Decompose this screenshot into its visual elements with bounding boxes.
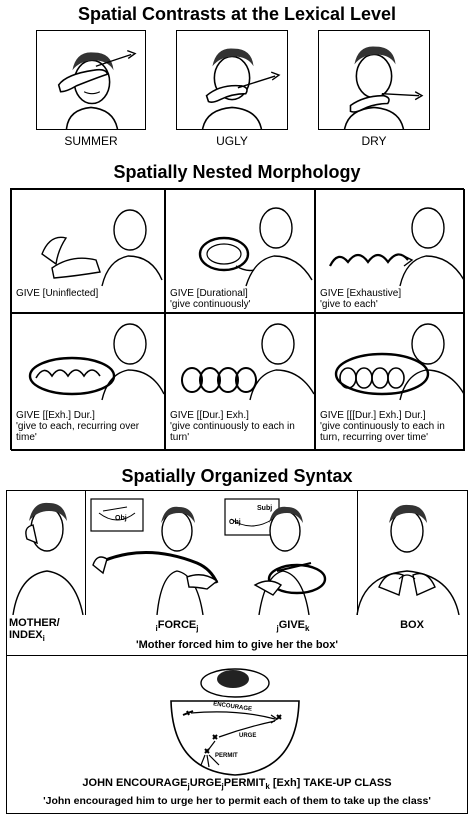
morph-label-durational: GIVE [Durational] 'give continuously' (170, 288, 251, 310)
give-inset-obj-label: Obj (229, 519, 241, 526)
gloss2-rest: [Exh] TAKE-UP CLASS (269, 777, 392, 789)
syntax-row-divider (7, 655, 467, 656)
syntax-label-mother: MOTHER/ INDEXi (9, 617, 85, 645)
syntax-divider (85, 491, 86, 615)
diagram-label-urge: URGE (239, 733, 257, 739)
spatial-verb-diagram (170, 668, 300, 776)
morph-gloss: GIVE [[Dur.] Exh.] (170, 410, 249, 421)
force-word: FORCE (157, 619, 197, 631)
give-durational-drawing (198, 207, 313, 287)
morph-meaning: 'give continuously' (170, 299, 251, 310)
morph-cell-exh-dur: GIVE [[Exh.] Dur.] 'give to each, recurr… (11, 313, 165, 451)
morph-label-uninflected: GIVE [Uninflected] (16, 288, 98, 299)
syntax-label-give: jGIVEk (243, 619, 343, 633)
morph-gloss: GIVE [Durational] (170, 288, 248, 299)
force-pre-sub: i (155, 624, 158, 634)
dry-sign-drawing (343, 46, 424, 129)
gloss2-urge: URGE (189, 777, 222, 789)
syntax-panel: Obj Obj Subj MOTHER/ INDEXi iFORCEj jGIV… (6, 490, 468, 814)
morph-label-exhaustive: GIVE [Exhaustive] 'give to each' (320, 288, 401, 310)
sign-label-dry: DRY (361, 134, 387, 148)
summer-sign-drawing (57, 49, 137, 129)
ugly-sign-drawing (201, 48, 281, 129)
morphology-section-title: Spatially Nested Morphology (113, 162, 361, 182)
sign-illustration-dry (318, 30, 430, 130)
morph-meaning: 'give to each, recurring over time' (16, 421, 140, 443)
morph-cell-uninflected: GIVE [Uninflected] (11, 189, 165, 313)
lexical-section-title: Spatial Contrasts at the Lexical Level (77, 4, 397, 24)
morph-gloss: GIVE [[Exh.] Dur.] (16, 410, 95, 421)
give-word: GIVE (278, 619, 306, 631)
syntax-sentence-1: 'Mother forced him to give her the box' (135, 639, 339, 651)
morph-gloss: GIVE [Uninflected] (16, 288, 99, 299)
mother-label-line1: MOTHER/ (9, 617, 60, 629)
gloss2-sub-b: j (221, 782, 224, 792)
give-dur-exh-drawing (181, 323, 314, 401)
give-post-sub: k (305, 624, 310, 634)
morph-meaning: 'give to each' (320, 299, 378, 310)
morph-cell-dur-exh: GIVE [[Dur.] Exh.] 'give continuously to… (165, 313, 315, 451)
give-pre-sub: j (276, 624, 279, 634)
sign-illustration-summer (36, 30, 146, 130)
syntax-section-title: Spatially Organized Syntax (121, 466, 353, 486)
force-inset-diagram (90, 498, 144, 532)
morph-cell-dur-exh-dur: GIVE [[[Dur.] Exh.] Dur.] 'give continuo… (315, 313, 465, 451)
gloss2-sub-c: k (265, 782, 270, 792)
mother-label-sub: i (42, 634, 45, 644)
give-dur-exh-dur-drawing (334, 323, 464, 401)
gloss2-permit: PERMIT (223, 777, 266, 789)
morph-gloss: GIVE [Exhaustive] (320, 288, 402, 299)
morph-cell-durational: GIVE [Durational] 'give continuously' (165, 189, 315, 313)
mother-label-line2: INDEX (9, 629, 43, 641)
sign-illustration-ugly (176, 30, 288, 130)
morph-meaning: 'give continuously to each in turn, recu… (320, 421, 445, 443)
morph-label-exh-dur: GIVE [[Exh.] Dur.] 'give to each, recurr… (16, 410, 156, 443)
give-uninflected-drawing (41, 209, 163, 287)
morphology-grid: GIVE [Uninflected] GIVE [Durational] 'gi… (10, 188, 465, 451)
gloss2-encourage: JOHN ENCOURAGE (82, 777, 188, 789)
syntax-label-force: iFORCEj (127, 619, 227, 633)
morph-cell-exhaustive: GIVE [Exhaustive] 'give to each' (315, 189, 465, 313)
sign-label-ugly: UGLY (216, 134, 248, 148)
diagram-label-permit: PERMIT (215, 753, 238, 759)
give-exh-dur-drawing (28, 323, 164, 401)
morph-gloss: GIVE [[[Dur.] Exh.] Dur.] (320, 410, 426, 421)
morph-label-dur-exh-dur: GIVE [[[Dur.] Exh.] Dur.] 'give continuo… (320, 410, 464, 443)
syntax-label-box: BOX (400, 619, 424, 631)
force-inset-obj-label: Obj (115, 515, 127, 522)
syntax-signs-drawing (12, 498, 460, 615)
force-post-sub: j (196, 624, 199, 634)
give-inset-subj-label: Subj (257, 505, 273, 512)
sign-label-summer: SUMMER (64, 134, 118, 148)
give-exhaustive-drawing (329, 207, 464, 287)
morph-label-dur-exh: GIVE [[Dur.] Exh.] 'give continuously to… (170, 410, 310, 443)
syntax-sentence-2: 'John encouraged him to urge her to perm… (43, 795, 431, 807)
morph-meaning: 'give continuously to each in turn' (170, 421, 295, 443)
syntax-divider (357, 491, 358, 615)
gloss2-sub-a: j (187, 782, 190, 792)
syntax-gloss-2: JOHN ENCOURAGEjURGEjPERMITk [Exh] TAKE-U… (7, 777, 467, 791)
